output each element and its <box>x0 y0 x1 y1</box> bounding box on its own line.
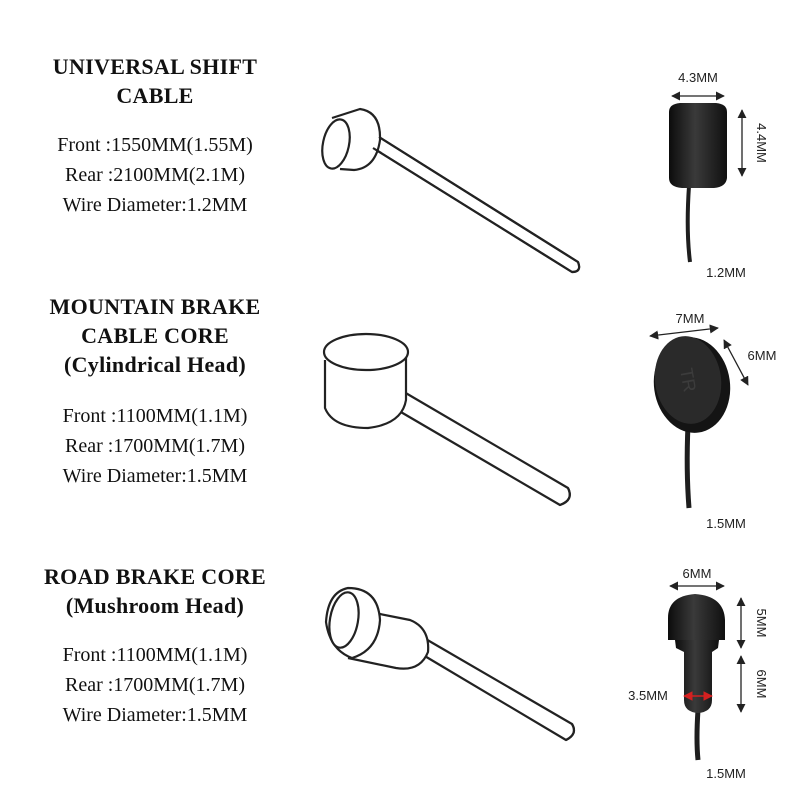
section-mountain-brake: MOUNTAIN BRAKE CABLE CORE (Cylindrical H… <box>0 292 310 491</box>
section-universal-shift: UNIVERSAL SHIFT CABLE Front :1550MM(1.55… <box>0 52 310 220</box>
svg-text:TR: TR <box>676 366 700 393</box>
section-road-brake: ROAD BRAKE CORE (Mushroom Head) Front :1… <box>0 562 310 730</box>
svg-text:6MM: 6MM <box>748 348 777 363</box>
dim-mushroom-head-width: 6MM <box>669 566 725 591</box>
section-title-line2: (Mushroom Head) <box>65 593 245 618</box>
spec-wire-diameter: Wire Diameter:1.5MM <box>62 704 248 726</box>
section-title-line1: UNIVERSAL SHIFT <box>52 54 258 79</box>
section-title-line3: (Cylindrical Head) <box>63 352 246 377</box>
spec-wire-diameter: Wire Diameter:1.5MM <box>62 465 248 487</box>
svg-text:4.4MM: 4.4MM <box>754 123 769 163</box>
dim-shift-head-height: 4.4MM <box>737 109 769 177</box>
spec-rear: Rear :2100MM(2.1M) <box>65 164 245 186</box>
section-title-line2: CABLE CORE <box>81 323 229 348</box>
dim-cylindrical-head-diameter: 7MM <box>649 311 719 340</box>
section-title-line2: CABLE <box>116 83 194 108</box>
dim-cylindrical-head-height: 6MM <box>723 339 777 386</box>
svg-text:6MM: 6MM <box>683 566 712 581</box>
dim-mushroom-dome-height: 5MM <box>736 597 769 649</box>
svg-text:6MM: 6MM <box>754 670 769 699</box>
svg-text:3.5MM: 3.5MM <box>628 688 668 703</box>
svg-text:7MM: 7MM <box>676 311 705 326</box>
spec-rear: Rear :1700MM(1.7M) <box>65 674 245 696</box>
section-title-line1: MOUNTAIN BRAKE <box>49 294 261 319</box>
shift-cable-line-icon <box>321 107 581 274</box>
spec-rear: Rear :1700MM(1.7M) <box>65 435 245 457</box>
shift-cable-head-photo <box>669 103 727 263</box>
section-title-line1: ROAD BRAKE CORE <box>43 564 267 589</box>
spec-front: Front :1550MM(1.55M) <box>57 134 253 156</box>
dim-mushroom-wire: 1.5MM <box>706 766 746 781</box>
dim-cylindrical-wire: 1.5MM <box>706 516 746 531</box>
svg-text:4.3MM: 4.3MM <box>678 70 718 85</box>
dim-mushroom-neck-height: 6MM <box>736 655 769 713</box>
spec-front: Front :1100MM(1.1M) <box>62 405 248 427</box>
dim-shift-head-width: 4.3MM <box>671 70 725 101</box>
mushroom-head-line-icon <box>324 586 576 742</box>
mushroom-head-photo <box>668 594 725 761</box>
spec-wire-diameter: Wire Diameter:1.2MM <box>62 194 248 216</box>
dim-shift-wire: 1.2MM <box>706 265 746 280</box>
spec-front: Front :1100MM(1.1M) <box>62 644 248 666</box>
dim-mushroom-neck-diameter: 3.5MM <box>628 688 713 703</box>
cylindrical-head-photo: TR <box>653 336 731 509</box>
cylindrical-head-line-icon <box>322 332 571 507</box>
svg-text:5MM: 5MM <box>754 609 769 638</box>
